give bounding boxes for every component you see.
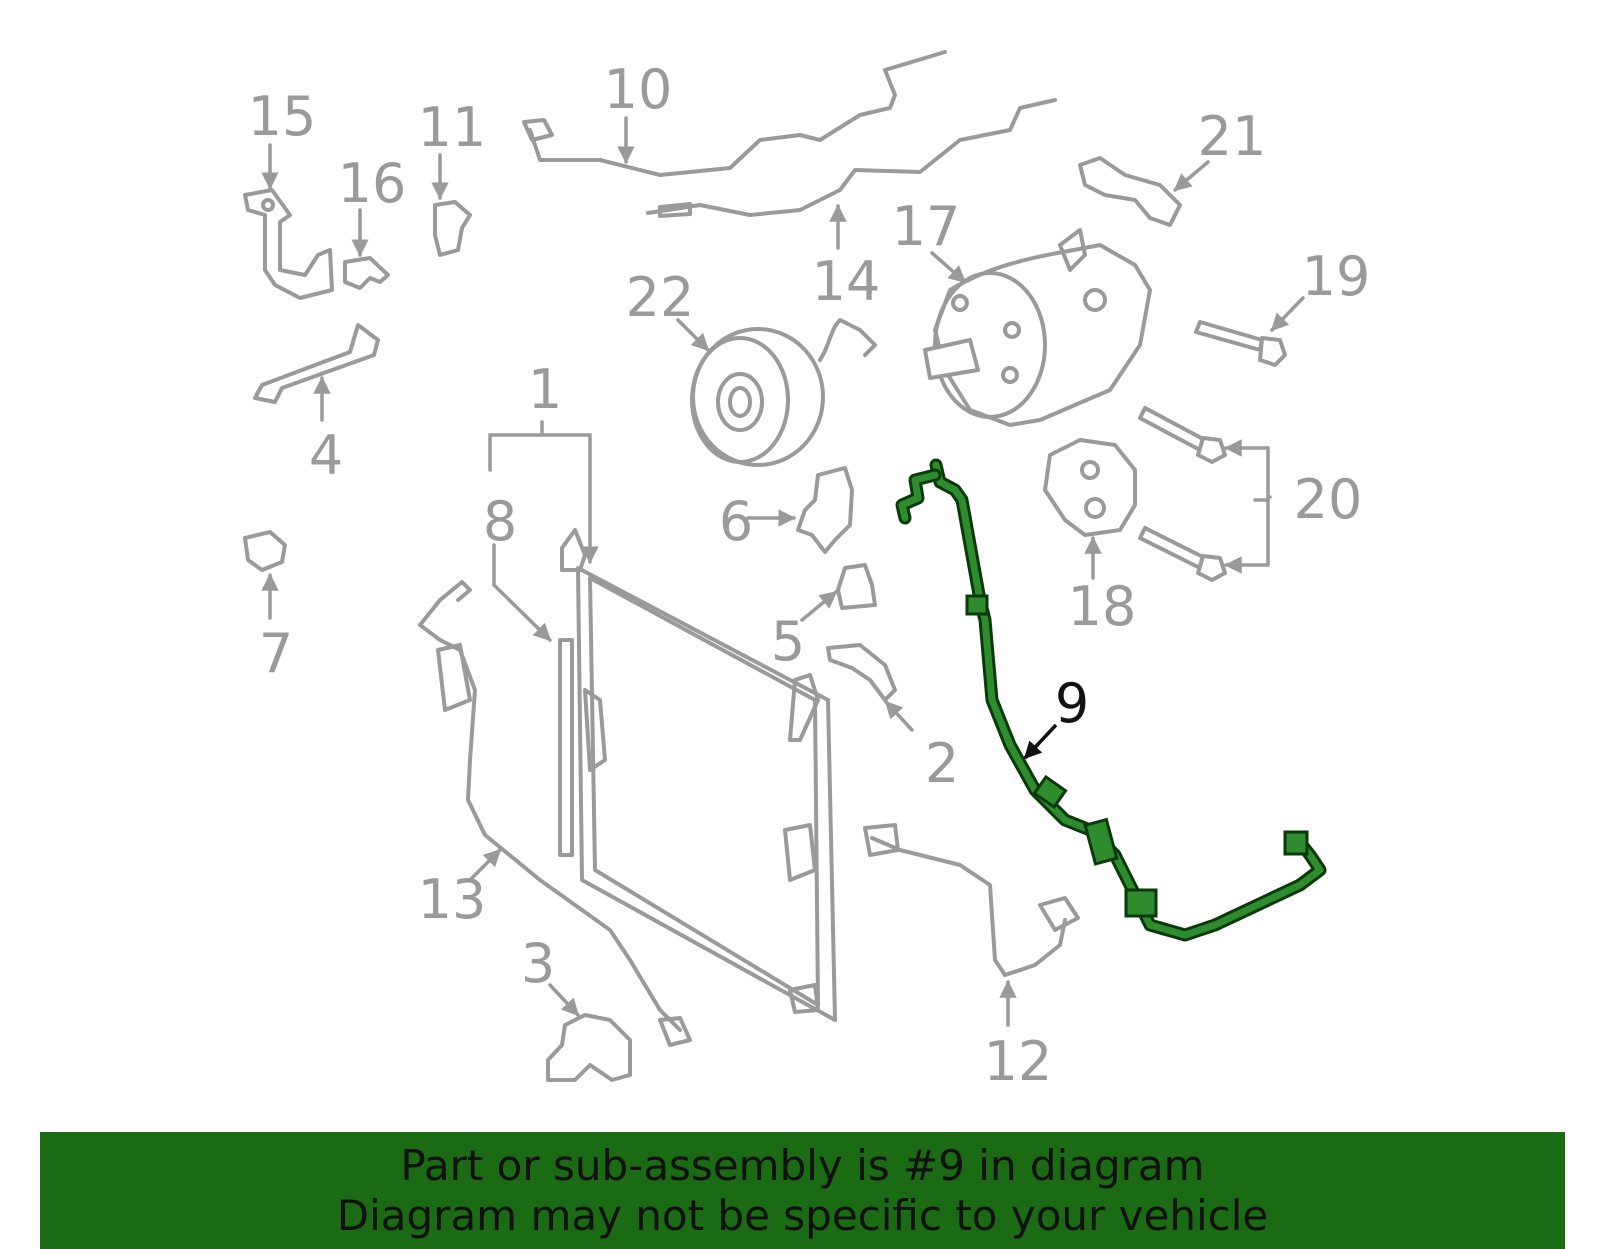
part-5-grommet[interactable] [836, 563, 877, 610]
callout-21: 21 [1198, 105, 1267, 168]
callout-4: 4 [309, 424, 343, 487]
banner-line-disclaimer: Diagram may not be specific to your vehi… [336, 1190, 1269, 1240]
part-1-condenser[interactable] [558, 528, 837, 1022]
callout-22: 22 [626, 266, 695, 329]
part-22-pulley[interactable] [690, 318, 877, 467]
callout-19: 19 [1302, 245, 1371, 308]
callout-20: 20 [1294, 468, 1363, 531]
callout-9-highlighted: 9 [1055, 672, 1089, 735]
callout-6: 6 [719, 490, 753, 553]
part-6-bracket[interactable] [796, 466, 854, 554]
callout-18: 18 [1068, 575, 1137, 638]
part-7-clip[interactable] [243, 530, 287, 572]
part-10-line[interactable] [522, 50, 947, 177]
callout-13: 13 [418, 868, 487, 931]
part-16-clip[interactable] [343, 256, 390, 290]
part-19-bolt[interactable] [1194, 320, 1287, 367]
callout-10: 10 [604, 58, 673, 121]
part-12-hose[interactable] [863, 823, 1080, 977]
callout-14: 14 [812, 250, 881, 313]
part-4-bracket[interactable] [253, 323, 380, 404]
callout-2: 2 [925, 732, 959, 795]
part-15-bracket[interactable] [243, 188, 334, 300]
callout-5: 5 [771, 610, 805, 673]
part-13-line[interactable] [418, 580, 692, 1047]
callout-8: 8 [483, 490, 517, 553]
callout-12: 12 [984, 1030, 1053, 1093]
callout-15: 15 [248, 85, 317, 148]
part-2-bracket[interactable] [826, 643, 897, 702]
part-17-compressor[interactable] [923, 228, 1152, 427]
callout-17: 17 [892, 195, 961, 258]
callout-1: 1 [528, 358, 562, 421]
part-21-sensor[interactable] [1078, 156, 1182, 227]
callout-3: 3 [521, 932, 555, 995]
part-11-clip[interactable] [433, 200, 472, 257]
callout-labels: 1 2 3 4 5 6 7 8 9 10 11 12 13 14 15 16 1… [248, 58, 1371, 1093]
part-9-highlighted-hose[interactable] [895, 458, 1327, 942]
banner-line-part: Part or sub-assembly is #9 in diagram [400, 1140, 1205, 1190]
callout-7: 7 [259, 622, 293, 685]
part-14-line[interactable] [646, 98, 1057, 218]
part-3-bracket[interactable] [546, 1013, 632, 1082]
info-banner: Part or sub-assembly is #9 in diagram Di… [40, 1132, 1565, 1249]
callout-16: 16 [338, 152, 407, 215]
leader-lines [261, 116, 1305, 1027]
part-18-bracket[interactable] [1043, 438, 1137, 537]
part-20-bolts[interactable] [1138, 406, 1227, 582]
callout-11: 11 [418, 96, 487, 159]
